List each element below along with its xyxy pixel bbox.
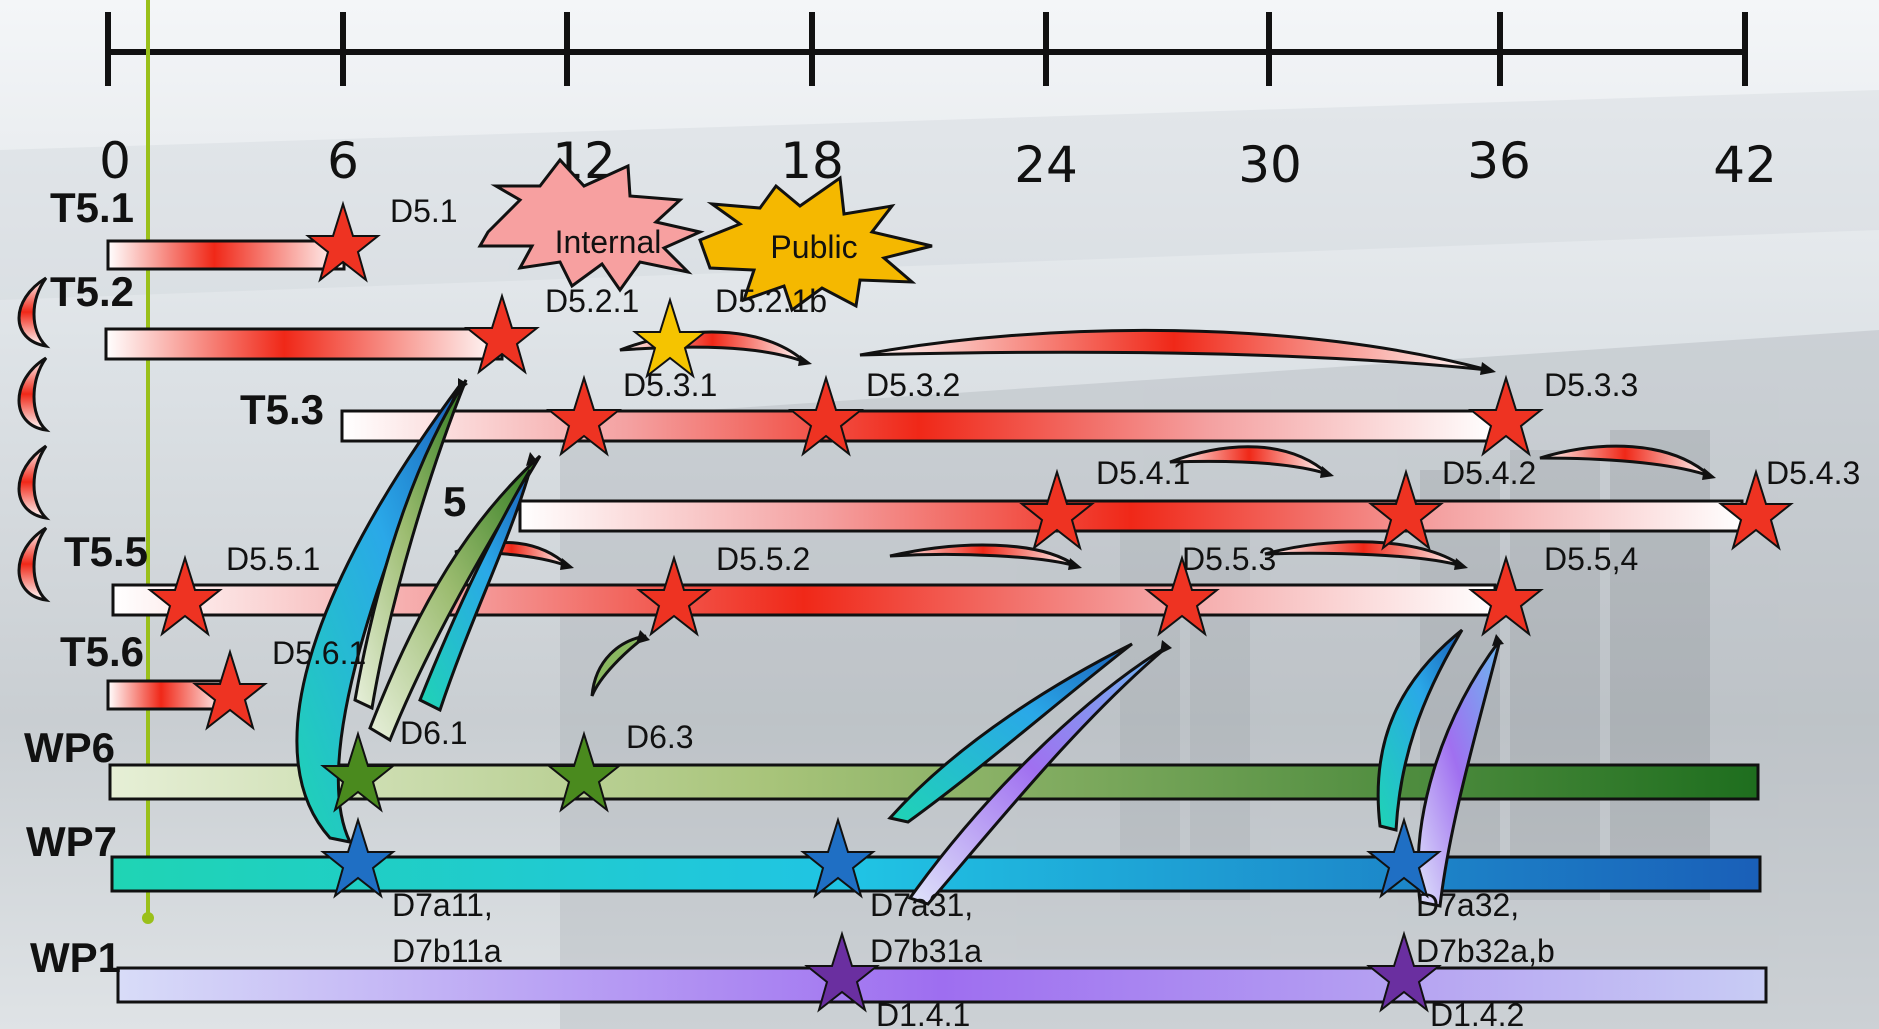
milestone-star-d5-4-2 — [1368, 468, 1444, 551]
bar-t5-2 — [104, 327, 504, 361]
tick-label-30: 30 — [1238, 136, 1302, 194]
milestone-star-d5-3-1 — [546, 374, 622, 457]
deliverable-d5-5-2: D5.5.2 — [716, 541, 810, 577]
deliverable-d6-1: D6.1 — [400, 715, 468, 751]
milestone-star-d7a31 — [800, 816, 876, 899]
milestone-star-d5-1 — [305, 200, 381, 283]
deliverable-d5-1: D5.1 — [390, 193, 458, 229]
bar-t5-4 — [518, 499, 1744, 533]
milestone-star-d5-3-3 — [1468, 374, 1544, 457]
tick-label-6: 6 — [327, 132, 359, 190]
row-label-wp1: WP1 — [30, 934, 121, 981]
month-axis: 0 6 12 18 24 30 36 42 — [99, 12, 1777, 194]
row-labels: T5.1 T5.2 T5.3 5 T5.5 T5.6 WP6 WP7 WP1 — [24, 184, 466, 981]
bar-t5-3 — [340, 409, 1498, 443]
deliverable-d5-4-1: D5.4.1 — [1096, 455, 1190, 491]
milestone-star-d1-4-2 — [1366, 930, 1442, 1013]
deliverable-d6-3: D6.3 — [626, 719, 694, 755]
milestone-star-d5-5-4 — [1468, 554, 1544, 637]
cross-wp-arrows — [295, 378, 1504, 908]
row-label-t5-5: T5.5 — [64, 528, 148, 575]
public-burst-label: Public — [770, 229, 857, 265]
bar-wp1 — [116, 966, 1768, 1004]
milestone-star-d5-2-1b — [632, 296, 708, 379]
tick-label-24: 24 — [1014, 136, 1078, 194]
bar-t5-1 — [106, 239, 346, 271]
milestone-star-d5-5-1 — [147, 554, 223, 637]
deliverable-labels: D5.1 D5.2.1 D5.2.1b D5.3.1 D5.3.2 D5.3.3… — [226, 193, 1860, 1029]
deliverable-d7a31: D7a31, — [870, 887, 973, 923]
public-burst: Public — [698, 175, 933, 313]
internal-burst-label: Internal — [555, 224, 662, 260]
row-label-t5-6: T5.6 — [60, 628, 144, 675]
deliverable-d5-2-1: D5.2.1 — [545, 283, 639, 319]
deliverable-d5-6-1: D5.6.1 — [272, 635, 366, 671]
row-label-t5-3: T5.3 — [240, 386, 324, 433]
deliverable-d5-2-1b: D5.2.1b — [715, 283, 827, 319]
milestone-star-d5-4-1 — [1019, 468, 1095, 551]
row-label-t5-2: T5.2 — [50, 268, 134, 315]
row-label-t5-1: T5.1 — [50, 184, 134, 231]
tick-label-18: 18 — [780, 132, 844, 190]
tick-label-36: 36 — [1467, 132, 1531, 190]
milestone-star-d5-4-3 — [1718, 468, 1794, 551]
deliverable-d5-3-2: D5.3.2 — [866, 367, 960, 403]
tick-label-42: 42 — [1713, 136, 1777, 194]
deliverable-d5-5-3: D5.5.3 — [1182, 541, 1276, 577]
row-label-wp7: WP7 — [26, 818, 117, 865]
deliverable-d5-4-2: D5.4.2 — [1442, 455, 1536, 491]
deliverable-d5-5-1: D5.5.1 — [226, 541, 320, 577]
milestone-stars — [147, 200, 1794, 1013]
row-label-t5-4: 5 — [443, 478, 466, 525]
milestone-star-d5-5-2 — [636, 554, 712, 637]
milestone-star-d5-5-3 — [1144, 554, 1220, 637]
milestone-star-d1-4-1 — [804, 930, 880, 1013]
deliverable-d7a32: D7a32, — [1416, 887, 1519, 923]
deliverable-d7b32ab: D7b32a,b — [1416, 933, 1555, 969]
deliverable-d5-4-3: D5.4.3 — [1766, 455, 1860, 491]
milestone-star-d5-6-1 — [192, 648, 268, 731]
deliverable-d7b31a: D7b31a — [870, 933, 982, 969]
deliverable-d1-4-2: D1.4.2 — [1430, 997, 1524, 1029]
milestone-star-d7a11 — [320, 816, 396, 899]
milestone-star-d5-3-2 — [788, 374, 864, 457]
row-label-wp6: WP6 — [24, 724, 115, 771]
deliverable-d7a11: D7a11, — [392, 887, 493, 923]
tick-label-0: 0 — [99, 132, 131, 190]
milestone-star-d6-3 — [546, 730, 622, 813]
iteration-arrows — [17, 276, 51, 603]
deliverable-d7b11a: D7b11a — [392, 933, 502, 969]
milestone-star-d6-1 — [320, 730, 396, 813]
bar-t5-5 — [111, 583, 1497, 617]
internal-burst: Internal — [477, 157, 705, 293]
milestone-star-d5-2-1 — [464, 292, 540, 375]
deliverable-d5-3-1: D5.3.1 — [623, 367, 717, 403]
deliverable-d1-4-1: D1.4.1 — [876, 997, 970, 1029]
deliverable-d5-3-3: D5.3.3 — [1544, 367, 1638, 403]
deliverable-d5-5-4: D5.5,4 — [1544, 541, 1638, 577]
milestone-star-d7a32 — [1366, 816, 1442, 899]
